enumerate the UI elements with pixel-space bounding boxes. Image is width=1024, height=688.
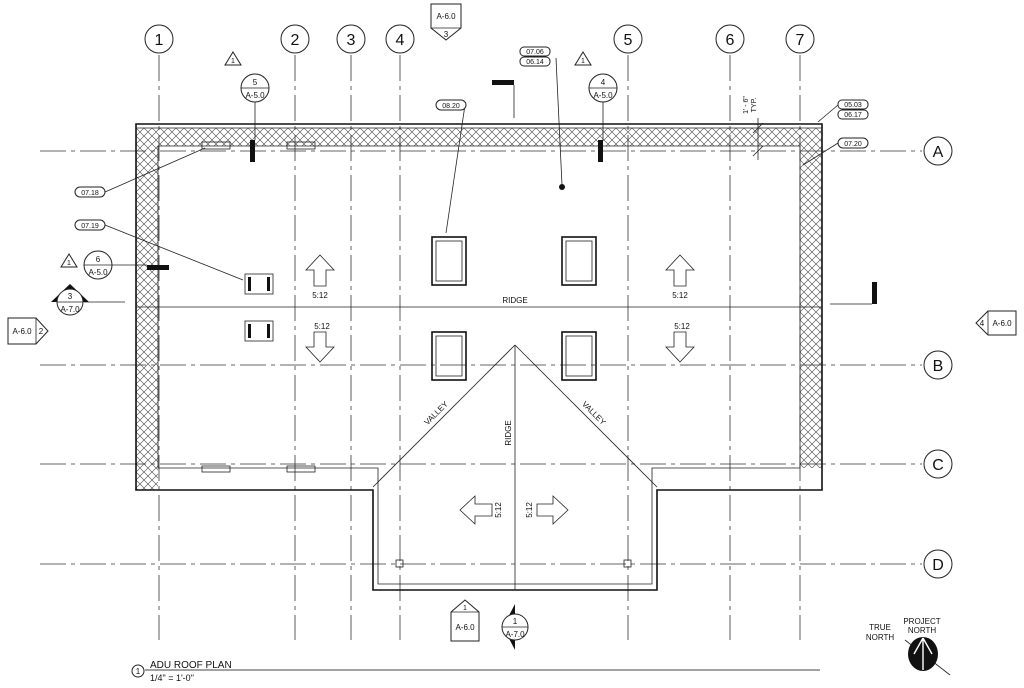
keynotes-k0617-label: 06.17 — [844, 112, 862, 119]
slope-label: 5:12 — [494, 502, 503, 518]
sections-s6_sheet-label: A-5.0 — [88, 268, 108, 277]
sections-s3_num-label: 3 — [68, 292, 73, 301]
keynotes-k0820-label: 08.20 — [442, 103, 460, 110]
valley-label: VALLEY — [580, 400, 608, 428]
sections-e3_num-label: 3 — [444, 30, 449, 39]
keynotes-k0718-label: 07.18 — [81, 190, 99, 197]
keynotes-k0720-label: 07.20 — [844, 141, 862, 148]
valley-line-left — [372, 344, 516, 488]
revision-triangles: 1 1 1 — [60, 51, 592, 268]
arrow-down-icon — [665, 331, 695, 363]
drawing-scale: 1/4" = 1'-0" — [150, 673, 194, 683]
sections-s5_sheet-label: A-5.0 — [245, 91, 265, 100]
grid_columns-4-label: 5 — [624, 32, 633, 49]
skylights — [431, 236, 597, 381]
dimension-value-label: 1' - 6" — [743, 96, 750, 114]
sections-e1_num-label: 1 — [463, 605, 467, 612]
keynotes-k0503-label: 05.03 — [844, 102, 862, 109]
valley-label: VALLEY — [423, 399, 451, 427]
north-true2-label: NORTH — [866, 633, 895, 642]
north-true-label: TRUE — [869, 623, 891, 632]
grid_rows-1-label: B — [933, 358, 944, 375]
sections-e4_num-label: 4 — [980, 319, 985, 328]
sections-s6_num-label: 6 — [96, 255, 101, 264]
overhang-dimension: 1' - 6" TYP. — [743, 96, 764, 160]
grid_columns-2-label: 3 — [347, 32, 356, 49]
roof-vents — [201, 141, 316, 473]
sections-s4_num-label: 4 — [601, 78, 606, 87]
valley-line-right — [514, 344, 658, 488]
sections-s5_num-label: 5 — [253, 78, 258, 87]
section-markers: 5 A-5.0 4 A-5.0 6 A-5.0 3 A-7.0 A-6.0 2 … — [7, 3, 1017, 650]
grid_columns-6-label: 7 — [796, 32, 805, 49]
grid_columns-1-label: 2 — [291, 32, 300, 49]
sections-e2_num-label: 2 — [39, 327, 44, 336]
slope-label: 5:12 — [312, 291, 328, 300]
dimension-note-label: TYP. — [751, 98, 758, 113]
sections-s4_sheet-label: A-5.0 — [593, 91, 613, 100]
north-project-label: PROJECT — [903, 617, 940, 626]
arrow-left-icon — [459, 495, 493, 525]
slope-label: 5:12 — [525, 502, 534, 518]
sections-s3_sheet-label: A-7.0 — [60, 305, 80, 314]
north-arrow: TRUE NORTH PROJECT NORTH — [866, 617, 951, 676]
grid_columns-5-label: 6 — [726, 32, 735, 49]
grid_rows-0-label: A — [933, 144, 944, 161]
slope-label: 5:12 — [314, 322, 330, 331]
keynote-tags: 07.06 06.14 08.20 07.18 07.19 05.03 06.1… — [74, 46, 869, 281]
ridge-label: RIDGE — [504, 420, 513, 445]
arrow-down-icon — [305, 331, 335, 363]
sections-s1_sheet-label: A-7.0 — [505, 630, 525, 639]
sections-s1_num-label: 1 — [513, 617, 518, 626]
roof-labels: 5:12 5:12 5:12 5:12 5:12 5:12 RIDGE RIDG… — [312, 291, 690, 518]
title-number-label: 1 — [136, 667, 141, 676]
grid-bubbles-columns: 1 2 3 4 5 6 7 — [144, 24, 815, 54]
revision_mark-label: 1 — [231, 58, 235, 65]
keynotes-k0614-label: 06.14 — [526, 59, 544, 66]
drawing-title-name: ADU ROOF PLAN — [150, 660, 232, 671]
sections-e3_sheet-label: A-6.0 — [436, 12, 456, 21]
sections-e2_sheet-label: A-6.0 — [12, 327, 32, 336]
keynotes-k0719-label: 07.19 — [81, 223, 99, 230]
grid_columns-3-label: 4 — [396, 32, 405, 49]
arrow-up-icon — [305, 254, 335, 287]
revision_mark-label: 1 — [581, 58, 585, 65]
revision_mark-label: 1 — [67, 260, 71, 267]
slope-label: 5:12 — [672, 291, 688, 300]
grid-lines-horizontal — [40, 150, 922, 565]
sections-e4_sheet-label: A-6.0 — [992, 319, 1012, 328]
grid_columns-0-label: 1 — [155, 32, 164, 49]
arrow-up-icon — [665, 254, 695, 287]
grid_rows-3-label: D — [932, 557, 944, 574]
section-cut-marks — [147, 80, 877, 305]
roof-overhang-hatch — [136, 128, 822, 490]
ridge-label: RIDGE — [502, 296, 527, 305]
arrow-right-icon — [536, 495, 569, 525]
drawing-title: 1 ADU ROOF PLAN 1/4" = 1'-0" — [131, 660, 820, 683]
grid-bubbles-rows: A B C D — [923, 136, 953, 579]
slope-arrows — [305, 254, 695, 525]
slope-label: 5:12 — [674, 322, 690, 331]
keynotes-k0706-label: 07.06 — [526, 49, 544, 56]
grid_rows-2-label: C — [932, 457, 944, 474]
north-project2-label: NORTH — [908, 626, 937, 635]
roof-outline — [135, 123, 823, 591]
sections-e1_sheet-label: A-6.0 — [455, 623, 475, 632]
